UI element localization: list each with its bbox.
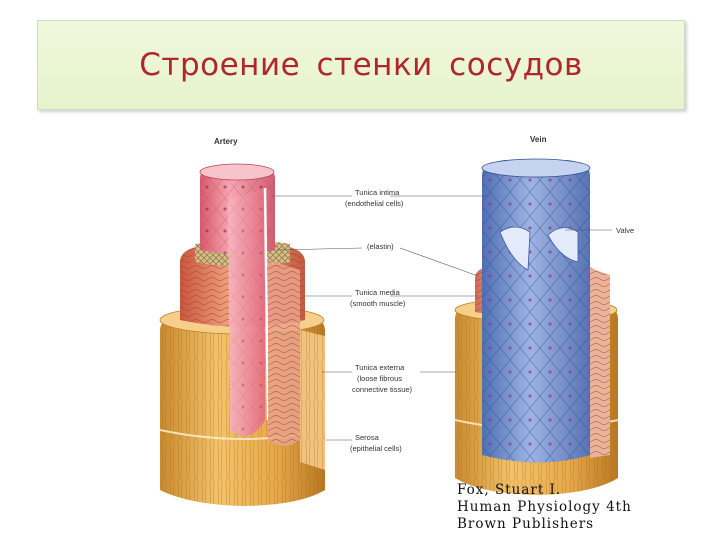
label-tunica-externa-sub1: (loose fibrous	[357, 374, 402, 383]
label-elastin: (elastin)	[367, 242, 394, 251]
vein-header: Vein	[530, 135, 547, 144]
label-tunica-intima-sub: (endothelial cells)	[345, 199, 404, 208]
label-serosa: Serosa	[355, 433, 380, 442]
label-tunica-intima: Tunica intima	[355, 188, 400, 197]
artery-header: Artery	[214, 137, 238, 146]
label-serosa-sub: (epithelial cells)	[350, 444, 402, 453]
artery-illustration	[160, 164, 325, 506]
label-tunica-media-sub: (smooth muscle)	[350, 299, 406, 308]
credit-line-publisher: Brown Publishers	[457, 516, 632, 533]
label-tunica-media: Tunica media	[355, 288, 401, 297]
credit-line-author: Fox, Stuart I.	[457, 482, 632, 499]
source-credit: Fox, Stuart I. Human Physiology 4th Brow…	[457, 482, 632, 533]
credit-line-book: Human Physiology 4th	[457, 499, 632, 516]
vein-illustration	[455, 159, 618, 495]
label-valve: Valve	[616, 226, 634, 235]
label-tunica-externa-sub2: connective tissue)	[352, 385, 413, 394]
label-tunica-externa: Tunica externa	[355, 363, 405, 372]
